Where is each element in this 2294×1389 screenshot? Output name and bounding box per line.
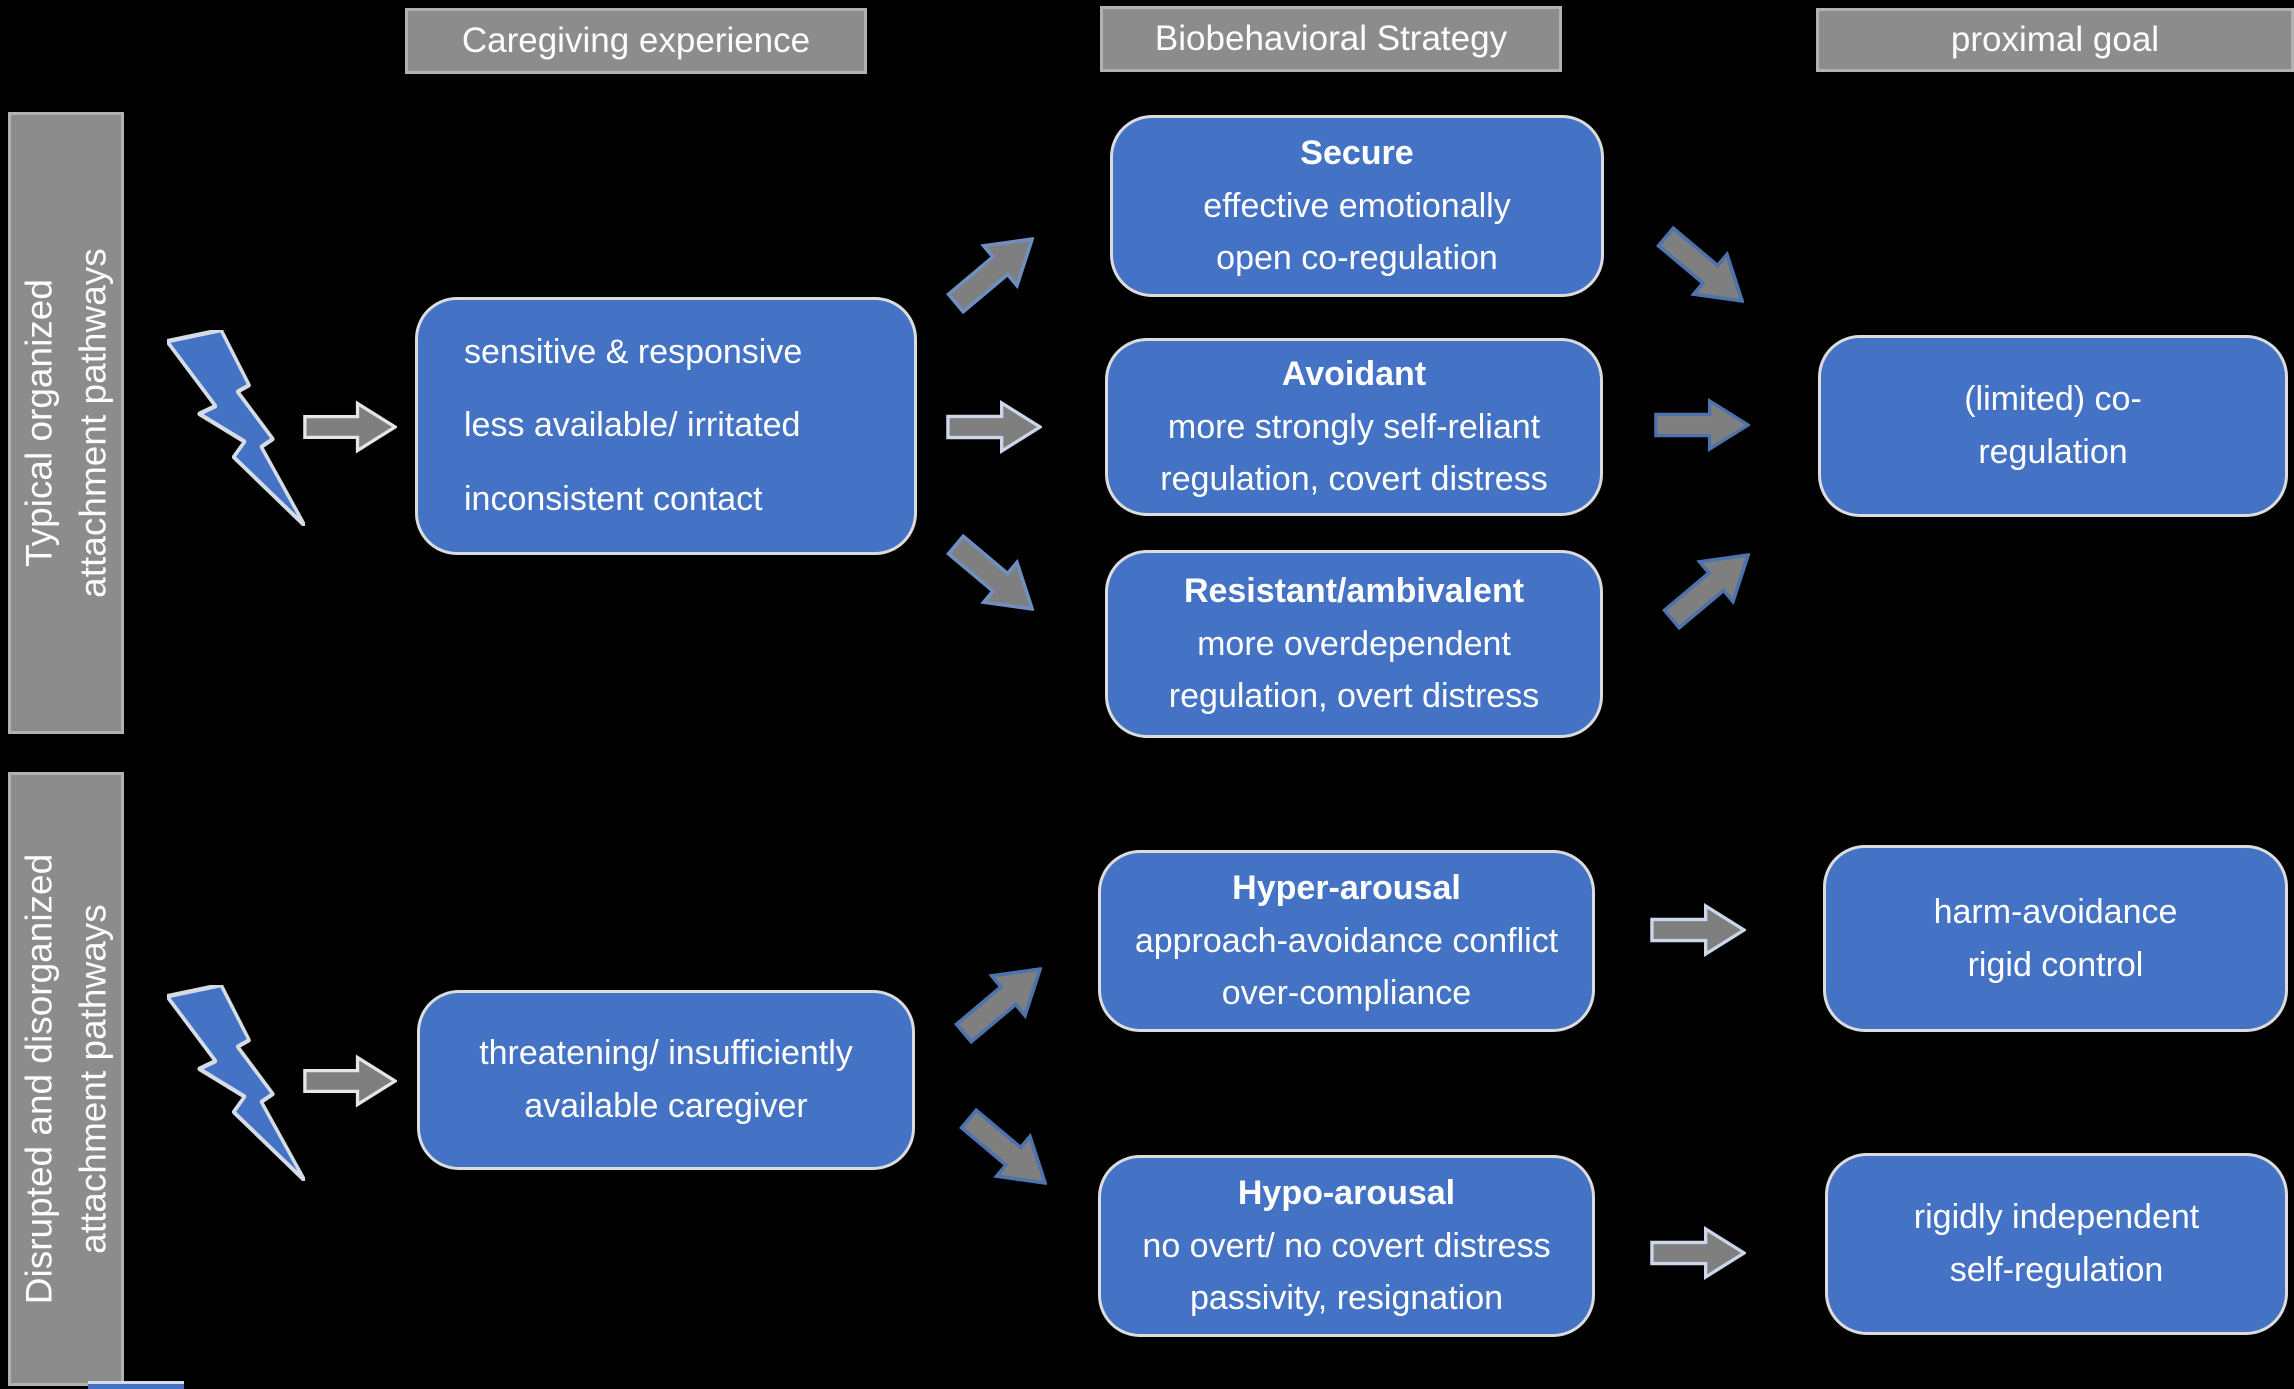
column-header-label: proximal goal — [1950, 20, 2160, 59]
column-header-caregiving-experience: Caregiving experience — [405, 8, 867, 74]
box-text: threatening/ insufficiently available ca… — [479, 1034, 853, 1125]
arrow-up-right-icon — [936, 215, 1053, 326]
strategy-box-hypo-arousal: Hypo-arousal no overt/ no covert distres… — [1098, 1155, 1595, 1337]
column-header-proximal-goal: proximal goal — [1816, 8, 2294, 72]
column-header-biobehavioral-strategy: Biobehavioral Strategy — [1100, 6, 1562, 72]
strategy-box-resistant-ambivalent: Resistant/ambivalent more overdependent … — [1105, 550, 1603, 738]
box-text: effective emotionally open co-regulation — [1203, 186, 1511, 278]
row-label-disrupted-disorganized: Disrupted and disorganized attachment pa… — [8, 772, 124, 1386]
caregiving-box-disrupted: threatening/ insufficiently available ca… — [417, 990, 915, 1170]
strategy-box-hyper-arousal: Hyper-arousal approach-avoidance conflic… — [1098, 850, 1595, 1032]
arrow-right-icon — [946, 400, 1042, 454]
arrow-right-icon — [1650, 1226, 1746, 1280]
arrow-right-icon — [1650, 903, 1746, 957]
arrow-down-right-icon — [949, 1095, 1066, 1206]
box-title: Hypo-arousal — [1237, 1173, 1456, 1212]
arrow-up-right-icon — [944, 945, 1061, 1056]
box-title: Hyper-arousal — [1232, 868, 1461, 907]
arrow-down-right-icon — [1646, 213, 1763, 324]
arrow-down-right-icon — [936, 521, 1053, 632]
strategy-box-avoidant: Avoidant more strongly self-reliant regu… — [1105, 338, 1603, 516]
box-text: harm-avoidance rigid control — [1933, 892, 2178, 984]
row-label-text: Typical organized attachment pathways — [18, 248, 113, 598]
column-header-label: Caregiving experience — [461, 21, 811, 60]
box-title: Avoidant — [1281, 354, 1427, 393]
goal-box-harm-avoidance: harm-avoidance rigid control — [1823, 845, 2288, 1032]
box-text: approach-avoidance conflict over-complia… — [1134, 921, 1559, 1013]
caregiving-box-typical: sensitive & responsive less available/ i… — [415, 297, 917, 555]
box-text: (limited) co- regulation — [1964, 380, 2142, 471]
lightning-bolt-icon — [165, 327, 307, 529]
lightning-bolt-icon — [165, 982, 307, 1184]
box-text: sensitive & responsive less available/ i… — [464, 333, 803, 518]
column-header-label: Biobehavioral Strategy — [1154, 19, 1508, 58]
row-label-text: Disrupted and disorganized attachment pa… — [18, 853, 113, 1305]
goal-box-rigidly-independent: rigidly independent self-regulation — [1825, 1153, 2288, 1335]
cropped-blue-shape — [88, 1381, 184, 1389]
box-text: more overdependent regulation, overt dis… — [1168, 624, 1540, 716]
arrow-up-right-icon — [1652, 531, 1769, 642]
strategy-box-secure: Secure effective emotionally open co-reg… — [1110, 115, 1604, 297]
box-text: no overt/ no covert distress passivity, … — [1142, 1226, 1551, 1318]
arrow-right-icon — [303, 399, 397, 455]
box-title: Resistant/ambivalent — [1183, 571, 1525, 610]
arrow-right-icon — [1654, 398, 1750, 452]
box-text: more strongly self-reliant regulation, c… — [1160, 407, 1548, 499]
goal-box-limited-co-regulation: (limited) co- regulation — [1818, 335, 2288, 517]
box-title: Secure — [1300, 133, 1414, 172]
row-label-typical-organized: Typical organized attachment pathways — [8, 112, 124, 734]
arrow-right-icon — [303, 1053, 397, 1109]
box-text: rigidly independent self-regulation — [1913, 1198, 2200, 1289]
